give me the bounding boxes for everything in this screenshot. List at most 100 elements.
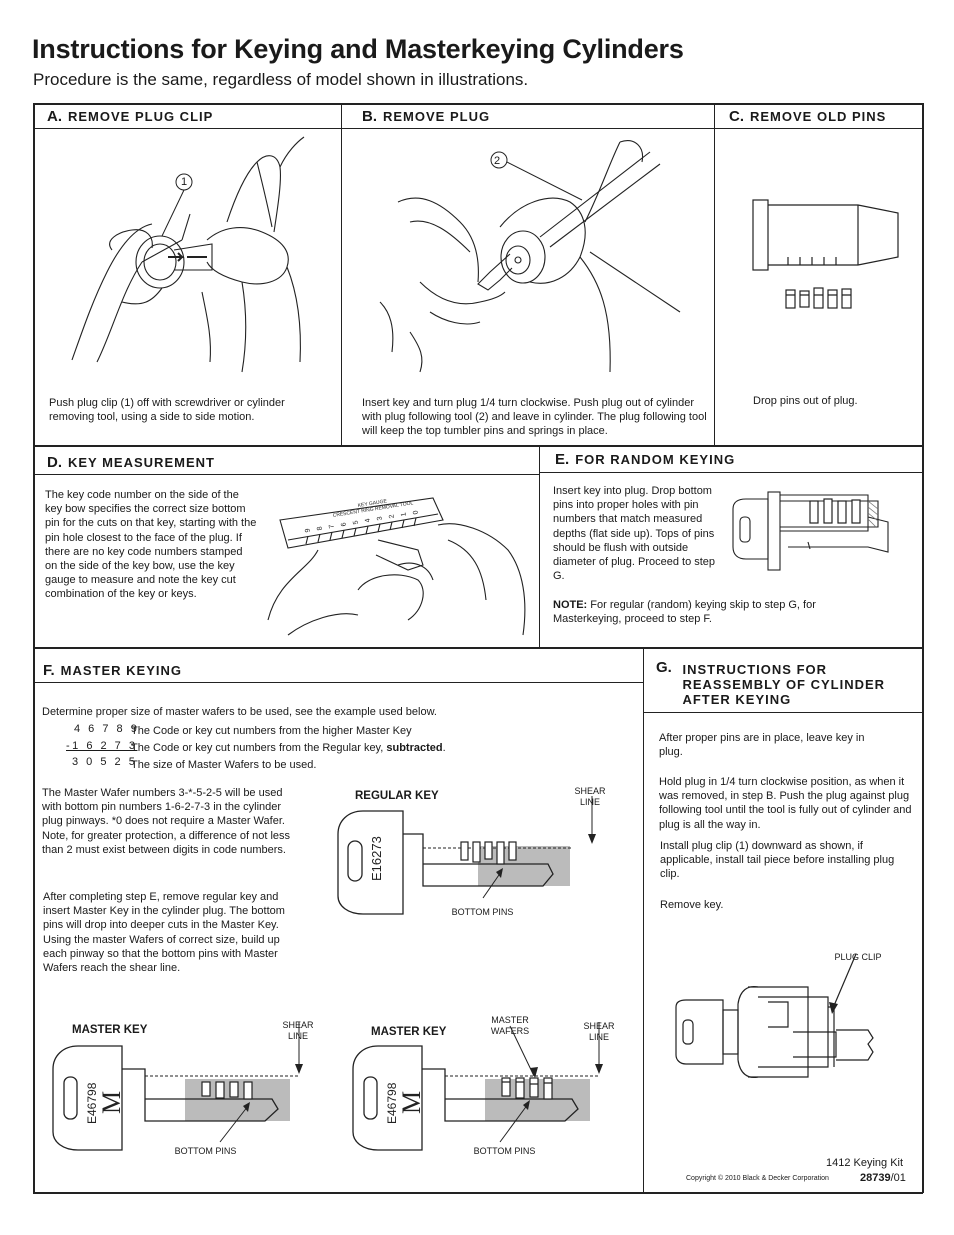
- section-a-heading: A. REMOVE PLUG CLIP: [47, 108, 213, 125]
- gauge-number: 7: [328, 524, 336, 529]
- regular-key-shear-label: SHEAR LINE: [574, 786, 606, 807]
- gauge-number: 5: [352, 520, 360, 525]
- section-g-heading: G. INSTRUCTIONS FOR REASSEMBLY OF CYLIND…: [656, 660, 885, 707]
- section-c-heading: C. REMOVE OLD PINS: [729, 108, 886, 125]
- frame-bottom: [33, 1192, 923, 1194]
- plug-with-pins-illustration: [752, 199, 899, 309]
- code-number-master: 4 6 7 8 9: [74, 723, 140, 735]
- section-e-title: FOR RANDOM KEYING: [575, 452, 736, 467]
- divider-a-b: [341, 103, 342, 446]
- part-number-suffix: /01: [890, 1172, 906, 1184]
- callout-2: 2: [494, 155, 501, 167]
- section-g-p2: Hold plug in 1/4 turn clockwise position…: [659, 776, 912, 831]
- part-number-bold: 28739: [860, 1172, 891, 1184]
- kit-label: 1412 Keying Kit: [826, 1157, 904, 1169]
- section-c-text: Drop pins out of plug.: [753, 395, 858, 407]
- callout-1: 1: [181, 176, 188, 188]
- gauge-number: 6: [340, 522, 348, 527]
- frame-top: [33, 103, 923, 105]
- regular-key-bottom-label: BOTTOM PINS: [451, 907, 514, 917]
- gauge-number: 1: [400, 512, 408, 517]
- master-key-1-mark: M: [97, 1091, 126, 1114]
- divider-d-e: [539, 445, 540, 648]
- section-f-letter: F.: [43, 662, 55, 679]
- section-g-p4: Remove key.: [660, 899, 724, 911]
- master-key-1-code: E46798: [85, 1082, 99, 1124]
- divider-row1-sub: [33, 128, 923, 129]
- regular-key-illustration: E16273: [337, 796, 596, 915]
- section-c-title: REMOVE OLD PINS: [750, 109, 887, 124]
- divider-f-sub: [33, 682, 644, 683]
- note-text: For regular (random) keying skip to step…: [553, 599, 816, 626]
- part-number: 28739/01: [860, 1172, 906, 1184]
- code-desc-regular: The Code or key cut numbers from the Reg…: [131, 741, 551, 755]
- master-key-2-code: E46798: [385, 1082, 399, 1124]
- section-e-text: Insert key into plug. Drop bottom pins i…: [553, 485, 716, 583]
- section-e-heading: E. FOR RANDOM KEYING: [555, 451, 735, 468]
- random-keying-illustration: [732, 491, 889, 571]
- master-key-2-label: MASTER KEY: [371, 1026, 447, 1038]
- section-e-letter: E.: [555, 451, 570, 468]
- code-number-wafer: 3 0 5 2 5: [72, 756, 138, 768]
- section-e-note: NOTE: For regular (random) keying skip t…: [553, 598, 883, 626]
- master-key-2-wafers-label: MASTER WAFERS: [490, 1015, 530, 1036]
- regular-key-label: REGULAR KEY: [355, 790, 439, 802]
- section-f-para2: After completing step E, remove regular …: [43, 891, 285, 975]
- divider-row3: [33, 647, 923, 649]
- section-b-letter: B.: [362, 108, 377, 125]
- section-g-title: INSTRUCTIONS FOR REASSEMBLY OF CYLINDER …: [682, 662, 885, 707]
- section-d-heading: D. KEY MEASUREMENT: [47, 454, 215, 471]
- plug-clip-removal-illustration: [71, 136, 305, 373]
- section-d-letter: D.: [47, 454, 62, 471]
- divider-g-sub: [643, 712, 923, 713]
- period: .: [442, 742, 446, 754]
- copyright: Copyright © 2010 Black & Decker Corporat…: [686, 1175, 829, 1182]
- master-key-2-bottom-label: BOTTOM PINS: [473, 1146, 536, 1156]
- section-g-p3: Install plug clip (1) downward as shown,…: [660, 840, 895, 881]
- gauge-number: 8: [316, 526, 324, 531]
- section-b-title: REMOVE PLUG: [383, 109, 491, 124]
- divider-e-sub: [539, 472, 923, 473]
- code-desc-regular-text: The Code or key cut numbers from the Reg…: [131, 742, 387, 754]
- section-f-para1: The Master Wafer numbers 3-*-5-2-5 will …: [42, 787, 291, 856]
- regular-key-code: E16273: [369, 836, 384, 881]
- reassembly-illustration: [675, 953, 874, 1079]
- subtracted-word: subtracted: [386, 742, 443, 754]
- master-key-1-bottom-label: BOTTOM PINS: [174, 1146, 237, 1156]
- section-a-text: Push plug clip (1) off with screwdriver …: [49, 397, 285, 424]
- note-label: NOTE:: [553, 599, 588, 611]
- section-f-title: MASTER KEYING: [60, 663, 183, 678]
- divider-d-sub: [33, 474, 540, 475]
- gauge-number: 3: [376, 516, 384, 521]
- master-key-2-illustration: E46798 M: [352, 1022, 603, 1151]
- plug-clip-label: PLUG CLIP: [834, 952, 882, 962]
- master-key-1-illustration: E46798 M: [52, 1022, 303, 1151]
- master-key-1-shear-label: SHEAR LINE: [282, 1020, 314, 1041]
- section-b-text: Insert key and turn plug 1/4 turn clockw…: [362, 397, 707, 438]
- section-g-letter: G.: [656, 659, 672, 676]
- section-d-text: The key code number on the side of the k…: [45, 489, 257, 601]
- divider-b-c: [714, 103, 715, 446]
- code-number-regular: -1 6 2 7 3: [66, 740, 138, 752]
- master-key-1-label: MASTER KEY: [72, 1024, 148, 1036]
- section-a-title: REMOVE PLUG CLIP: [68, 109, 214, 124]
- code-desc-master: The Code or key cut numbers from the hig…: [131, 725, 412, 737]
- section-c-letter: C.: [729, 108, 744, 125]
- page-subtitle: Procedure is the same, regardless of mod…: [33, 70, 529, 89]
- section-a-letter: A.: [47, 108, 62, 125]
- gauge-number: 2: [388, 514, 396, 519]
- section-g-title-line2: REASSEMBLY OF CYLINDER: [682, 677, 886, 692]
- section-g-title-line1: INSTRUCTIONS FOR: [682, 662, 828, 677]
- section-f-intro: Determine proper size of master wafers t…: [42, 706, 437, 718]
- divider-f-g: [643, 647, 644, 1193]
- code-desc-wafer: The size of Master Wafers to be used.: [131, 759, 317, 771]
- section-f-heading: F. MASTER KEYING: [43, 662, 182, 679]
- section-d-title: KEY MEASUREMENT: [68, 455, 215, 470]
- gauge-number: 9: [304, 528, 312, 533]
- plug-removal-illustration: [379, 140, 681, 373]
- gauge-label-key-gauge: KEY GAUGE: [357, 498, 388, 509]
- master-key-2-mark: M: [397, 1091, 426, 1114]
- gauge-number: 0: [412, 510, 420, 515]
- gauge-number: 4: [364, 518, 372, 523]
